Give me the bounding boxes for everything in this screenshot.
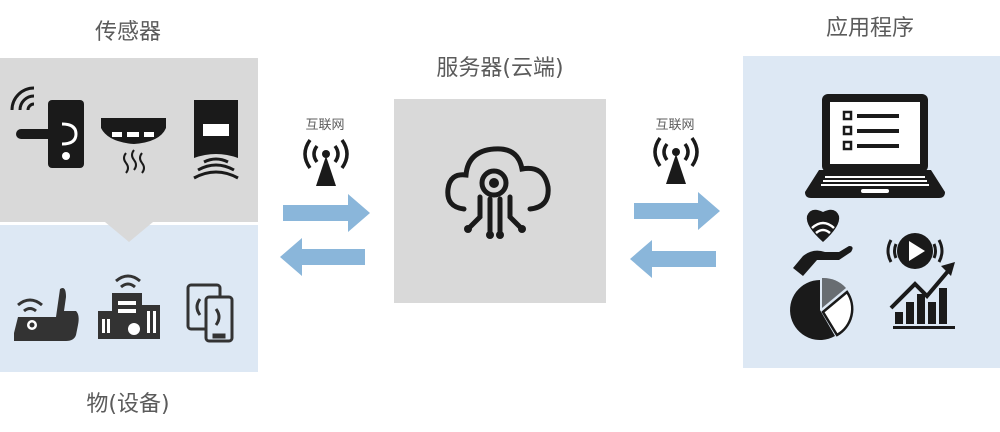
smart-building-icon <box>98 274 160 339</box>
internet-label-right: 互联网 <box>655 118 695 133</box>
apps-title: 应用程序 <box>825 16 914 41</box>
motion-sensor-icon <box>193 100 239 180</box>
media-play-icon <box>886 233 944 269</box>
server-title: 服务器(云端) <box>436 56 564 81</box>
mobile-devices-icon <box>186 283 234 343</box>
growth-chart-icon <box>889 262 955 329</box>
arrow-right <box>283 194 370 232</box>
antenna-icon <box>303 138 349 186</box>
apps-panel <box>743 56 1000 368</box>
bidirectional-arrows-right <box>630 192 720 278</box>
health-care-icon <box>793 209 853 276</box>
sensors-panel <box>0 58 258 222</box>
server-panel <box>394 99 606 303</box>
arrow-right <box>634 192 720 230</box>
cloud-circuit-icon <box>445 146 551 239</box>
smoke-detector-icon <box>101 118 166 174</box>
laptop-checklist-icon <box>805 94 945 198</box>
wearable-icon <box>14 288 79 341</box>
antenna-icon <box>653 136 699 184</box>
bidirectional-arrows-left <box>280 194 370 276</box>
internet-label-left: 互联网 <box>305 118 345 133</box>
sensors-title: 传感器 <box>94 20 161 45</box>
pie-chart-icon <box>790 277 854 340</box>
things-panel <box>0 225 258 372</box>
arrow-left <box>630 240 716 278</box>
callout-pointer <box>105 222 153 242</box>
arrow-left <box>280 238 365 276</box>
things-title: 物(设备) <box>86 392 170 417</box>
smart-lock-icon <box>10 86 84 168</box>
